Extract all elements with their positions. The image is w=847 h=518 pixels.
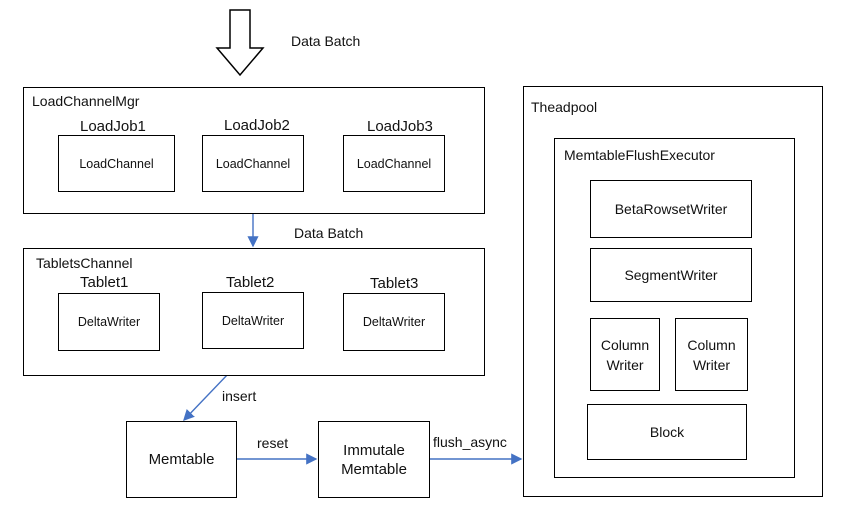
loadjob2-loadchannel-label: LoadChannel xyxy=(215,156,291,171)
flush-async-label: flush_async xyxy=(433,434,507,450)
reset-label: reset xyxy=(257,435,289,451)
tablet2-deltawriter: DeltaWriter xyxy=(202,292,304,349)
column-writer-2-line2: Writer xyxy=(692,356,731,373)
beta-rowset-writer-label: BetaRowsetWriter xyxy=(614,201,728,217)
loadjob3-loadchannel-label: LoadChannel xyxy=(356,156,432,171)
block-box: Block xyxy=(587,404,747,460)
block-label: Block xyxy=(649,424,685,440)
beta-rowset-writer-box: BetaRowsetWriter xyxy=(590,180,752,238)
immutable-memtable-box: Immutale Memtable xyxy=(318,421,430,498)
insert-label: insert xyxy=(222,388,257,404)
memtable-flush-executor-title: MemtableFlushExecutor xyxy=(564,147,715,163)
tablet1-label: Tablet1 xyxy=(80,274,129,291)
segment-writer-box: SegmentWriter xyxy=(590,248,752,302)
immutable-memtable-line2: Memtable xyxy=(341,460,407,478)
loadjob3-label: LoadJob3 xyxy=(367,118,433,135)
column-writer-2-box: Column Writer xyxy=(675,318,748,391)
loadjob1-loadchannel-label: LoadChannel xyxy=(79,156,154,171)
segment-writer-label: SegmentWriter xyxy=(624,267,718,283)
middle-data-batch-label: Data Batch xyxy=(294,225,364,241)
data-batch-input-arrow xyxy=(215,9,265,77)
loadjob1-label: LoadJob1 xyxy=(80,118,146,135)
column-writer-1-line1: Column xyxy=(600,336,650,353)
tablet2-label: Tablet2 xyxy=(226,274,275,291)
load-channel-mgr-title: LoadChannelMgr xyxy=(32,93,140,109)
loadjob1-loadchannel: LoadChannel xyxy=(58,135,175,192)
memtable-label: Memtable xyxy=(148,451,215,468)
tablet1-deltawriter-label: DeltaWriter xyxy=(77,315,141,329)
loadjob3-loadchannel: LoadChannel xyxy=(343,135,445,192)
column-writer-2-line1: Column xyxy=(687,336,736,353)
tablet3-deltawriter: DeltaWriter xyxy=(343,293,445,351)
column-writer-1-line2: Writer xyxy=(606,356,644,373)
tablet3-label: Tablet3 xyxy=(370,275,419,292)
tablet3-deltawriter-label: DeltaWriter xyxy=(362,315,426,329)
tablet2-deltawriter-label: DeltaWriter xyxy=(221,313,285,328)
column-writer-1-box: Column Writer xyxy=(590,318,660,391)
threadpool-title: Theadpool xyxy=(531,99,598,115)
loadjob2-loadchannel: LoadChannel xyxy=(202,135,304,192)
tablets-channel-title: TabletsChannel xyxy=(36,255,133,271)
immutable-memtable-line1: Immutale xyxy=(343,441,405,459)
loadjob2-label: LoadJob2 xyxy=(224,117,290,134)
top-data-batch-label: Data Batch xyxy=(291,33,361,49)
memtable-box: Memtable xyxy=(126,421,237,498)
tablet1-deltawriter: DeltaWriter xyxy=(58,293,160,351)
